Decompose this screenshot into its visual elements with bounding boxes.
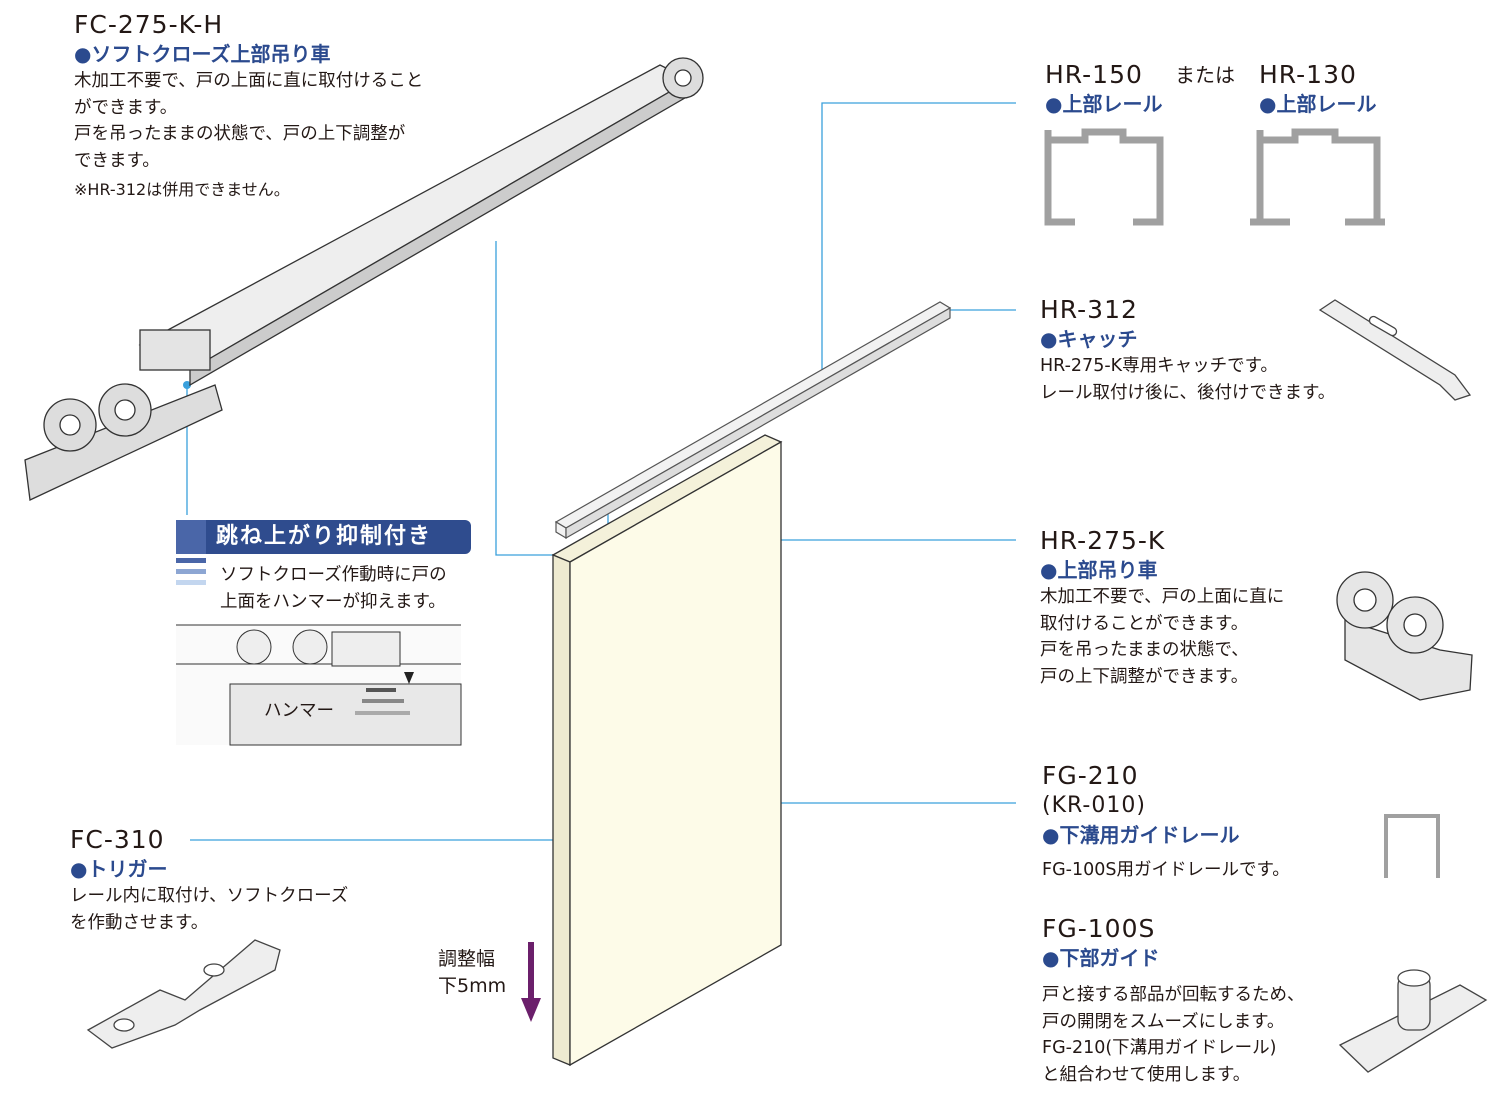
model-sub: (KR-010) [1042, 793, 1146, 818]
category-label: 下溝用ガイドレール [1042, 821, 1290, 849]
hr-312-illustration [1318, 299, 1472, 401]
category-label: トリガー [70, 855, 348, 883]
hr-275-k-info: HR-275-K 上部吊り車 木加工不要で、戸の上面に直に 取付けることができま… [1040, 526, 1284, 690]
hr-150-info: HR-150 上部レール [1045, 60, 1162, 118]
category-label: 上部レール [1259, 90, 1376, 118]
feature-badge: 跳ね上がり抑制付き [206, 520, 471, 554]
door [551, 434, 783, 1067]
description-line: 戸を吊ったままの状態で、 [1040, 640, 1249, 660]
model-name: HR-275-K [1040, 526, 1166, 555]
category-label: 上部レール [1045, 90, 1162, 118]
hammer-label: ハンマー [264, 698, 334, 725]
hammer-inset [176, 520, 462, 746]
description-line: レール取付け後に、後付けできます。 [1040, 382, 1336, 403]
fc-310-info: FC-310 トリガー レール内に取付け、ソフトクローズ を作動させます。 [70, 825, 348, 936]
fg-100s-illustration [1338, 969, 1488, 1073]
description-line: と組合わせて使用します。 [1042, 1064, 1251, 1085]
description-line: 戸の開閉をスムーズにします。 [1042, 1011, 1285, 1032]
hr-130-info: HR-130 上部レール [1259, 60, 1376, 118]
model-name: FC-310 [70, 825, 165, 854]
hr-312-info: HR-312 キャッチ HR-275-K専用キャッチです。 レール取付け後に、後… [1040, 295, 1335, 406]
description-line: 取付けることができます。 [1040, 613, 1249, 634]
description-line: 木加工不要で、戸の上面に直に [1040, 587, 1285, 607]
model-name: HR-130 [1259, 60, 1357, 89]
adjust-label: 調整幅 [438, 948, 496, 970]
description-line: ソフトクローズ作動時に戸の [220, 565, 447, 585]
model-name: HR-312 [1040, 295, 1138, 324]
fc-275-k-h-illustration [24, 57, 704, 501]
description-line: 戸の上下調整ができます。 [1040, 666, 1249, 687]
model-name: HR-150 [1045, 60, 1143, 89]
feature-description: ソフトクローズ作動時に戸の 上面をハンマーが抑えます。 [220, 562, 447, 615]
or-label: または [1175, 63, 1235, 87]
description-line: 戸を吊ったままの状態で、戸の上下調整が [74, 124, 406, 144]
category-label: キャッチ [1040, 325, 1335, 353]
hr-130-profile [1250, 128, 1385, 226]
adjust-value: 下5mm [438, 974, 507, 997]
category-label: 下部ガイド [1042, 944, 1305, 972]
description-line: FG-210(下溝用ガイドレール) [1042, 1038, 1277, 1058]
category-label: 上部吊り車 [1040, 556, 1284, 584]
hr-275-k-illustration [1336, 571, 1473, 701]
model-name: FG-100S [1042, 914, 1156, 943]
description-line: ができます。 [74, 97, 178, 118]
description-line: レール内に取付け、ソフトクローズ [70, 886, 349, 906]
category-label: ソフトクローズ上部吊り車 [74, 40, 423, 68]
hr-150-profile [1044, 128, 1164, 226]
description-line: HR-275-K専用キャッチです。 [1040, 356, 1278, 376]
fc-275-k-h-info: FC-275-K-H ソフトクローズ上部吊り車 木加工不要で、戸の上面に直に取付… [74, 10, 423, 202]
description-line: 戸と接する部品が回転するため、 [1042, 985, 1305, 1005]
description-line: 木加工不要で、戸の上面に直に取付けること [74, 71, 424, 91]
down-arrow-icon [521, 942, 541, 1022]
description-line: できます。 [74, 150, 160, 171]
model-name: FG-210 [1042, 761, 1139, 790]
fc-310-illustration [86, 939, 281, 1049]
adjustment-range: 調整幅 下5mm [438, 946, 506, 999]
note: ※HR-312は併用できません。 [74, 180, 290, 199]
description-line: を作動させます。 [70, 912, 209, 933]
description-line: FG-100S用ガイドレールです。 [1042, 860, 1290, 880]
fg-210-info: FG-210 (KR-010) 下溝用ガイドレール FG-100S用ガイドレール… [1042, 761, 1290, 884]
model-name: FC-275-K-H [74, 10, 224, 39]
fg-100s-info: FG-100S 下部ガイド 戸と接する部品が回転するため、 戸の開閉をスムーズに… [1042, 914, 1305, 1088]
rail [554, 301, 952, 540]
description-line: 上面をハンマーが抑えます。 [220, 591, 446, 612]
fg-210-profile [1384, 814, 1440, 878]
